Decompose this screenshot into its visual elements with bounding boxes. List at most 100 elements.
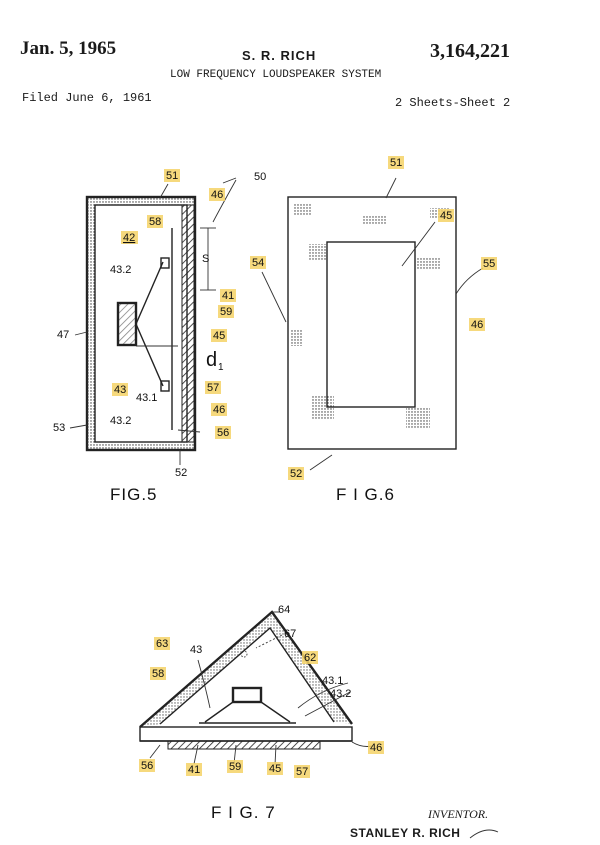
back-wall (87, 205, 95, 442)
figure-5: 51 46 50 58 42 S 43.2 41 59 47 45 d 1 43… (53, 169, 266, 504)
label-59-fig7: 59 (229, 761, 241, 773)
label-46-top: 46 (211, 189, 223, 201)
label-43-2-top: 43.2 (110, 264, 131, 276)
hl-56-fig5 (215, 426, 231, 439)
hl-45-fig6 (438, 209, 454, 222)
wall-right (270, 612, 352, 724)
label-d-sub: 1 (218, 362, 224, 373)
fig6-caption: F I G.6 (336, 485, 395, 504)
wall-left (140, 612, 272, 727)
label-52: 52 (175, 467, 187, 479)
cabinet-inner (94, 204, 188, 443)
figure-7: 64 67 63 43 62 58 43.1 43.2 46 56 41 59 … (139, 604, 384, 822)
hl-42 (121, 231, 138, 244)
label-54: 54 (252, 257, 264, 269)
label-41: 41 (222, 290, 234, 302)
label-62: 62 (304, 652, 316, 664)
hl-46-bottom (211, 403, 227, 416)
front-panel-fig7 (167, 740, 321, 750)
label-57: 57 (207, 382, 219, 394)
hl-59 (218, 305, 234, 318)
inventor-header: S. R. RICH (242, 48, 317, 63)
fig5-caption: FIG.5 (110, 485, 158, 504)
leader-67 (255, 634, 283, 649)
leader-41-fig7 (193, 744, 199, 765)
label-42: 42 (123, 232, 135, 244)
label-43-1: 43.1 (136, 392, 157, 404)
hl-52-fig6 (288, 467, 304, 480)
patch-tl (294, 203, 312, 215)
label-45: 45 (213, 330, 225, 342)
leader-51-fig6 (385, 177, 397, 199)
patch-ul (308, 244, 326, 260)
patch-ll (312, 396, 334, 420)
patent-number: 3,164,221 (430, 40, 510, 62)
hl-56-fig7 (139, 759, 155, 772)
leader-56-fig7 (149, 744, 161, 759)
base-frame (139, 726, 353, 742)
hl-57-fig7 (294, 765, 310, 778)
hl-45-fig5 (211, 329, 227, 342)
leader-45-fig7 (274, 744, 277, 766)
hl-46-fig7 (368, 741, 384, 754)
sheet-count: 2 Sheets-Sheet 2 (395, 96, 511, 110)
leader-55 (455, 267, 484, 295)
leader-54 (261, 271, 287, 323)
figure-6: 51 45 54 55 46 52 F I G.6 (250, 156, 497, 504)
signature-stroke (469, 829, 499, 839)
patent-title: LOW FREQUENCY LOUDSPEAKER SYSTEM (170, 69, 382, 81)
hl-57-fig5 (205, 381, 221, 394)
label-52-fig6: 52 (290, 468, 302, 480)
label-63: 63 (156, 638, 168, 650)
label-s: S (202, 253, 209, 265)
hl-46-fig6 (469, 318, 485, 331)
label-43-fig7: 43 (190, 644, 202, 656)
hl-43-fig5 (112, 383, 128, 396)
patch-tc (362, 215, 386, 224)
inventor-label: INVENTOR. (428, 807, 489, 821)
hl-51-fig5 (164, 169, 180, 182)
hl-41-fig7 (186, 763, 202, 776)
label-51: 51 (166, 170, 178, 182)
label-43-2-bottom: 43.2 (110, 415, 131, 427)
hl-55 (481, 257, 497, 270)
top-wall (87, 197, 195, 205)
leader-43-1 (297, 682, 349, 709)
label-43: 43 (114, 384, 126, 396)
label-64: 64 (278, 604, 290, 616)
hl-41 (220, 289, 236, 302)
hl-45-fig7 (267, 762, 283, 775)
label-56: 56 (217, 427, 229, 439)
leader-45-fig6 (401, 221, 436, 267)
label-56-fig7: 56 (141, 760, 153, 772)
label-67: 67 (284, 628, 296, 640)
label-57-fig7: 57 (296, 766, 308, 778)
surround-top (160, 257, 170, 269)
leader-47 (74, 331, 88, 336)
fig7-caption: F I G. 7 (211, 803, 276, 822)
label-59: 59 (220, 306, 232, 318)
patch-lr (406, 408, 430, 428)
leader-51 (159, 183, 169, 199)
inventor-full-name: STANLEY R. RICH (350, 826, 461, 840)
surround-bottom (160, 380, 170, 392)
hl-51-fig6 (388, 156, 404, 169)
cone-top (135, 261, 164, 325)
leader-53 (69, 424, 88, 429)
label-53: 53 (53, 422, 65, 434)
front-panel (181, 204, 195, 443)
leader-43-2 (304, 691, 351, 717)
patch-ur (416, 258, 440, 270)
label-45-fig7: 45 (269, 763, 281, 775)
hl-62 (302, 651, 318, 664)
patent-date: Jan. 5, 1965 (20, 38, 117, 59)
filed-date: Filed June 6, 1961 (22, 91, 152, 105)
vent-hole (240, 650, 248, 658)
label-d: d (206, 349, 217, 371)
label-50: 50 (254, 171, 266, 183)
cone-bottom (135, 323, 164, 387)
label-43-2-fig7: 43.2 (330, 688, 351, 700)
label-55: 55 (483, 258, 495, 270)
label-46-bottom: 46 (213, 404, 225, 416)
